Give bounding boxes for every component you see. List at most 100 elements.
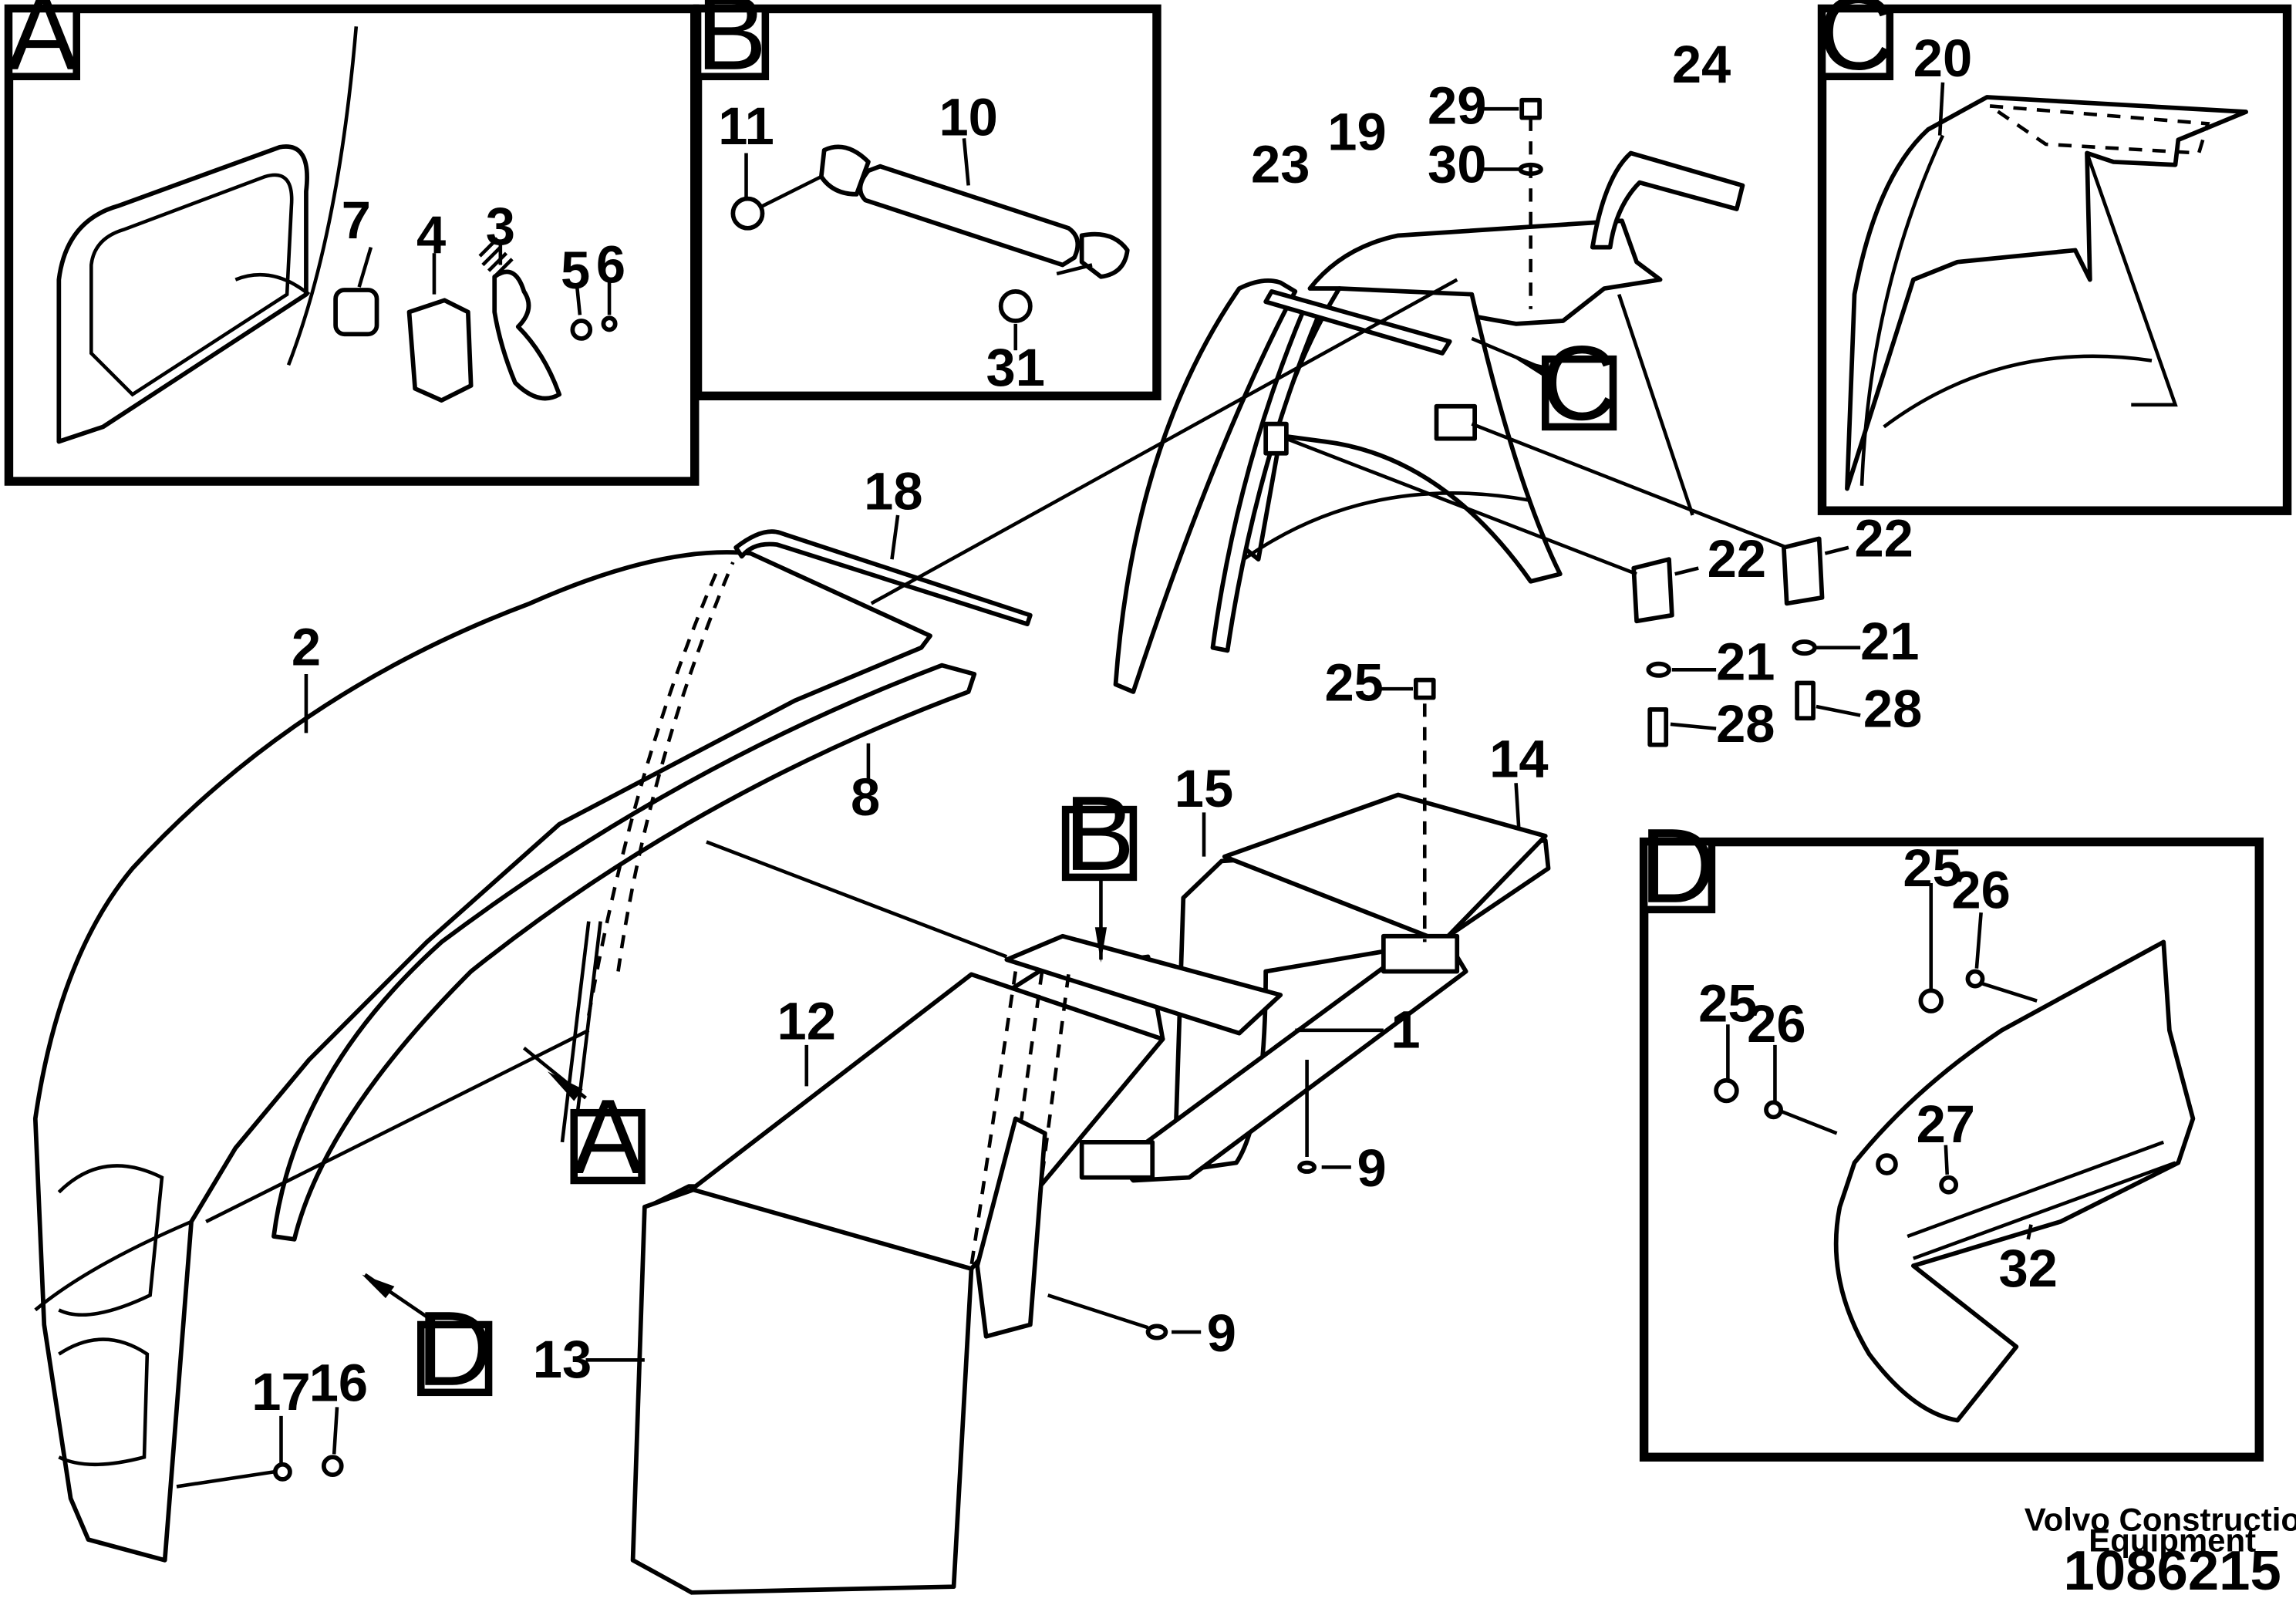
pointer-tag-a: A	[572, 1078, 643, 1196]
callout-8: 8	[851, 767, 880, 827]
detail-frame-b: B 11 10 31	[693, 0, 1161, 401]
hinge-strap	[975, 1116, 1047, 1339]
company-line-1: Volvo Construction	[2025, 1502, 2296, 1538]
callout-22-left: 22	[1708, 529, 1766, 588]
detail-frame-d: D 25 26 25 26 27 32	[1639, 808, 2264, 1462]
callout-1: 1	[1391, 1000, 1420, 1060]
hinge-block	[1434, 403, 1478, 441]
callout-26-d-lower: 26	[1747, 994, 1805, 1054]
spring-3	[478, 237, 514, 278]
latch-plate	[492, 269, 562, 401]
callout-4: 4	[416, 205, 446, 265]
callout-26-d-upper: 26	[1951, 860, 2010, 919]
pointer-tag-b: B	[1064, 775, 1135, 893]
detail-a-tag: A	[8, 0, 79, 93]
callout-21-right: 21	[1860, 612, 1919, 671]
callout-11: 11	[718, 96, 774, 156]
detail-frame-c: C 20	[1817, 0, 2292, 515]
callout-30: 30	[1428, 135, 1486, 194]
callout-24: 24	[1672, 35, 1731, 94]
callout-2: 2	[292, 618, 321, 677]
clip-6	[601, 315, 618, 332]
hinge-22-left	[1631, 557, 1674, 624]
pointer-tag-c: C	[1541, 325, 1617, 443]
company-line-2: Equipment	[2089, 1522, 2256, 1558]
fender-top-12	[689, 972, 1165, 1271]
callout-28-left: 28	[1716, 694, 1775, 754]
hood-2	[32, 550, 932, 1563]
bracket-b-plate	[1004, 933, 1283, 1036]
fender-detail	[1833, 939, 2196, 1423]
washer-27	[1939, 1175, 1959, 1195]
callout-27: 27	[1917, 1094, 1975, 1154]
document-number: 1086215	[2064, 1539, 2281, 1602]
callout-7: 7	[342, 191, 371, 250]
callout-6: 6	[596, 234, 625, 294]
callout-21-left: 21	[1716, 632, 1775, 692]
screw-9-upper	[1297, 1160, 1317, 1174]
pointer-arrow-b	[1094, 927, 1108, 963]
callout-25-main: 25	[1324, 653, 1383, 712]
fender-top-14	[1222, 792, 1548, 945]
seal-8	[271, 663, 977, 1242]
bolt-29	[1519, 97, 1542, 120]
washer-16	[321, 1455, 344, 1478]
callout-16: 16	[309, 1354, 368, 1413]
nut-11	[730, 196, 765, 231]
callout-12: 12	[777, 991, 836, 1050]
callout-10: 10	[939, 88, 997, 147]
callout-3: 3	[486, 197, 515, 256]
washer-26-upper	[1965, 969, 1985, 989]
bolt-25-upper	[1918, 988, 1944, 1013]
pin-28-left	[1647, 706, 1669, 747]
pointer-arrow-d	[362, 1274, 395, 1299]
callout-18: 18	[864, 461, 922, 521]
lock-bracket-4	[406, 298, 474, 403]
callout-32: 32	[1998, 1239, 2057, 1298]
callout-28-right: 28	[1863, 679, 1922, 739]
bolt-25-lower	[1714, 1077, 1739, 1104]
callout-9-upper: 9	[1357, 1138, 1386, 1198]
detail-b-tag: B	[696, 0, 767, 93]
pointer-arrow-a	[547, 1071, 583, 1101]
rail-18	[733, 529, 1033, 627]
callout-20: 20	[1913, 29, 1972, 88]
footer-credit: Volvo Construction Equipment 1086215	[2025, 1502, 2296, 1602]
pointer-tag-d: D	[416, 1290, 493, 1408]
rail-arch-23	[1113, 278, 1298, 694]
washer-21-right	[1792, 639, 1817, 656]
detail-frame-a: A 7 4 3 5 6	[4, 0, 700, 486]
callout-22-right: 22	[1854, 508, 1913, 568]
bolt-25-main	[1413, 677, 1436, 700]
washer-21-left	[1646, 661, 1671, 678]
washer-26-lower	[1764, 1100, 1783, 1120]
callout-19: 19	[1327, 103, 1386, 162]
callout-29: 29	[1428, 76, 1486, 135]
pin-28-right	[1795, 680, 1816, 721]
callout-15: 15	[1175, 759, 1233, 818]
callout-17: 17	[251, 1362, 310, 1421]
rail-24	[1590, 150, 1745, 250]
rail-tube	[1263, 288, 1452, 356]
callout-25-d-upper: 25	[1903, 838, 1961, 898]
callout-14: 14	[1489, 730, 1548, 789]
detail-c-tag: C	[1818, 0, 1894, 93]
hinge-block-left	[1079, 1140, 1155, 1180]
callout-31: 31	[986, 338, 1045, 397]
callout-25-d-lower: 25	[1698, 973, 1757, 1033]
washer-17	[272, 1462, 292, 1482]
callout-5: 5	[561, 241, 590, 300]
hinge-22-right	[1782, 536, 1825, 606]
callout-23: 23	[1251, 135, 1310, 194]
callout-13: 13	[533, 1330, 592, 1389]
lock-cylinder-7	[333, 288, 379, 337]
detail-d-tag: D	[1640, 808, 1716, 926]
screw-9-lower	[1145, 1324, 1168, 1340]
callout-9-lower: 9	[1207, 1303, 1236, 1363]
hinge-block-right	[1381, 933, 1460, 974]
nut-31	[998, 288, 1033, 323]
main-exploded-view: C A D	[32, 35, 1922, 1595]
door-panel-detail	[56, 144, 309, 444]
washer-5	[570, 319, 593, 341]
